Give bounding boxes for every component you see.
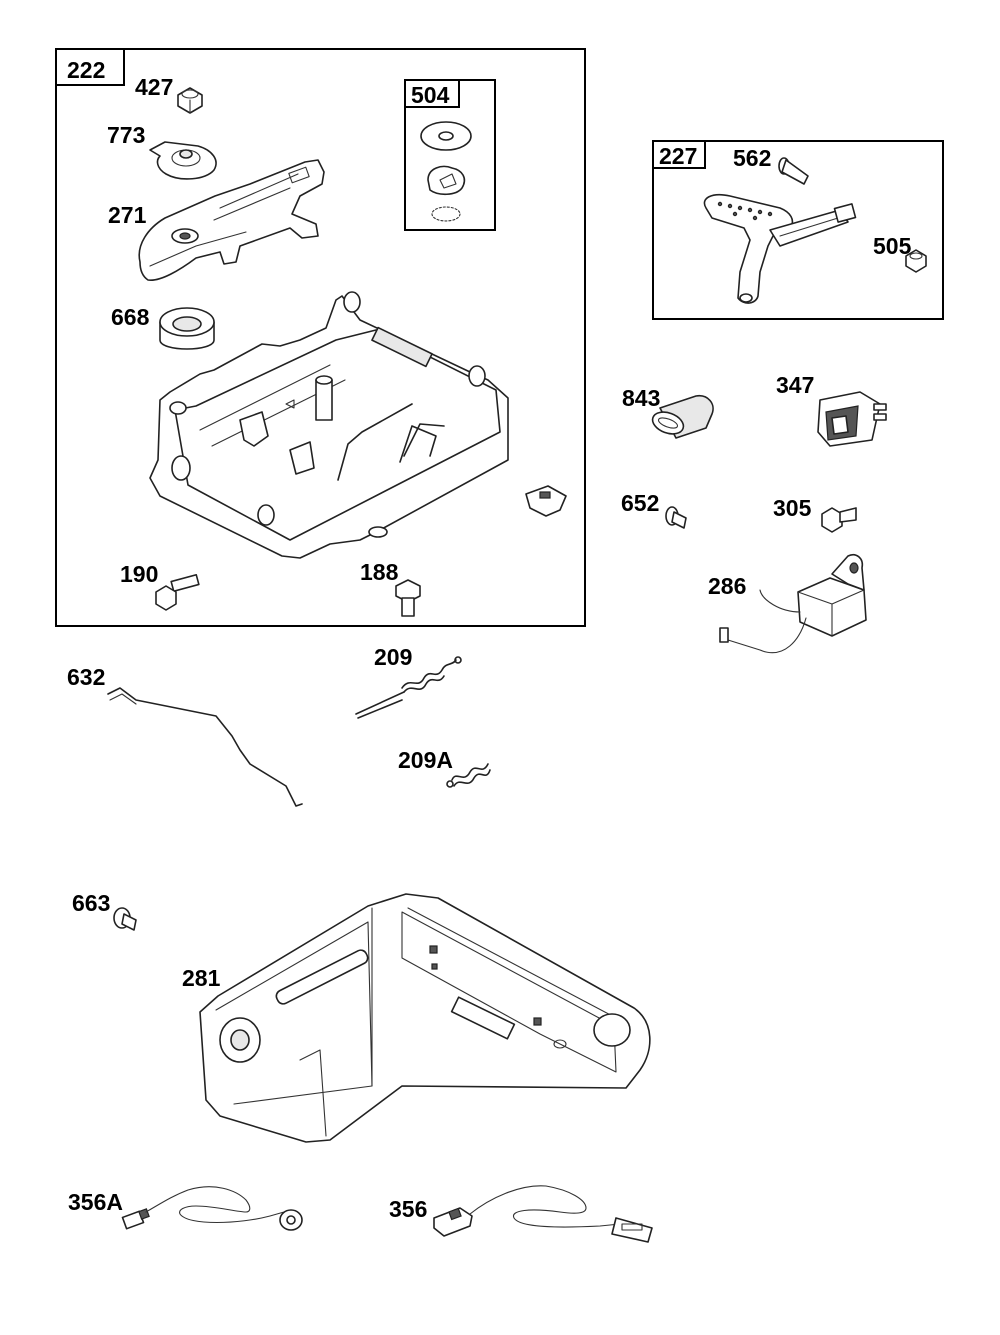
label-347: 347 [776,372,814,398]
bolt-305 [821,507,857,533]
wire-356a [121,1186,303,1231]
pin-562 [778,157,809,185]
link-rod-632 [107,687,303,807]
label-843: 843 [622,385,660,411]
wire-356 [433,1185,653,1243]
label-281: 281 [182,965,221,991]
label-562: 562 [733,145,771,171]
label-209: 209 [374,644,412,670]
label-505: 505 [873,233,912,259]
small-clip [525,485,567,517]
label-773: 773 [107,122,145,148]
assembly-227-tag [652,140,706,169]
label-222: 222 [67,57,105,83]
screw-652 [665,506,687,529]
label-286: 286 [708,573,746,599]
bolt-190 [155,574,200,611]
label-427: 427 [135,74,173,100]
label-188: 188 [360,559,399,585]
label-356a: 356A [68,1189,123,1215]
condenser-286 [719,553,867,654]
switch-347 [817,391,887,447]
assembly-222-frame [55,48,586,627]
kit-504-tag [404,79,460,108]
bracket-271 [138,159,325,281]
bolt-188 [395,579,421,617]
assembly-222-tag [55,48,125,86]
label-632: 632 [67,664,105,690]
assembly-227-frame [652,140,944,320]
label-652: 652 [621,490,659,516]
nut-427 [177,87,203,114]
label-305: 305 [773,495,812,521]
label-209a: 209A [398,747,453,773]
label-227: 227 [659,143,697,169]
sleeve-843 [651,394,714,439]
bushing-668 [159,307,215,350]
clip-773 [149,141,217,180]
base-plate [149,291,509,559]
label-504: 504 [411,82,450,108]
spring-209 [355,656,462,719]
spring-209a [446,763,491,788]
nut-505 [905,249,927,273]
label-356: 356 [389,1196,427,1222]
label-271: 271 [108,202,147,228]
label-663: 663 [72,890,110,916]
cover-281 [199,893,651,1143]
kit-504-parts [420,121,472,222]
lever-227 [703,193,857,304]
screw-663 [113,907,137,931]
label-668: 668 [111,304,150,330]
label-190: 190 [120,561,158,587]
